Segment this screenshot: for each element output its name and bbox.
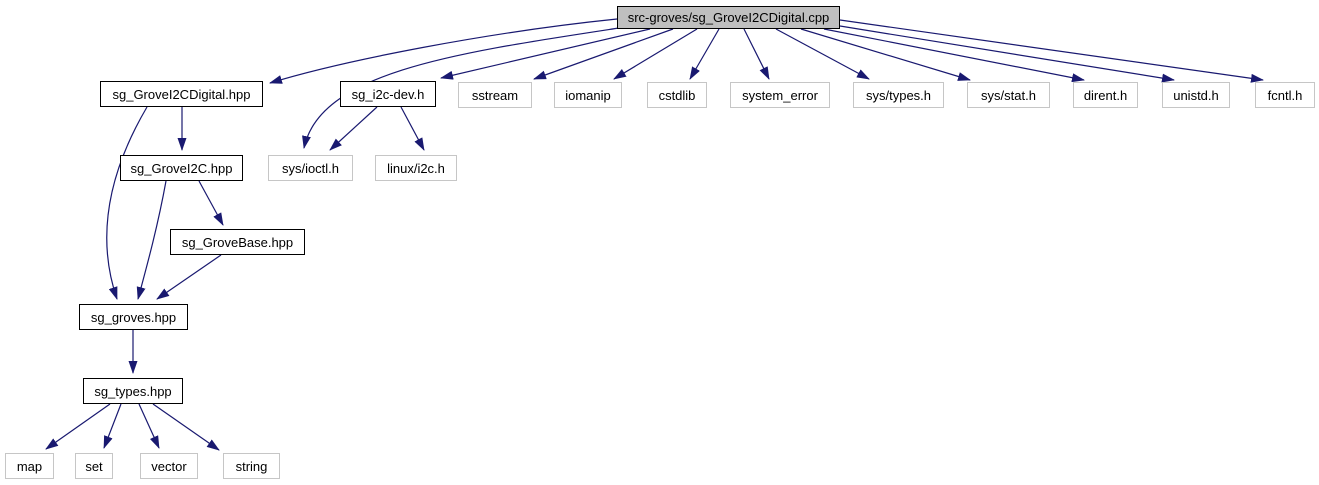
- edge-cpp-sstream: [533, 28, 674, 80]
- node-label: map: [16, 458, 43, 474]
- node-string: string: [223, 453, 280, 479]
- edge-grovebase-groves: [156, 254, 222, 300]
- edge-i2cdev-linuxi2c: [400, 106, 425, 151]
- node-system_error: system_error: [730, 82, 830, 108]
- node-label: sstream: [471, 87, 519, 103]
- node-fcntl: fcntl.h: [1255, 82, 1315, 108]
- node-cstdlib: cstdlib: [647, 82, 707, 108]
- node-label: sys/ioctl.h: [281, 160, 340, 176]
- node-sys_types: sys/types.h: [853, 82, 944, 108]
- node-hpp_digital[interactable]: sg_GroveI2CDigital.hpp: [100, 81, 263, 107]
- edge-hpp_digital-groves: [106, 106, 148, 300]
- edge-cpp-system_error: [743, 28, 770, 80]
- edge-groveI2C-groves: [136, 180, 167, 300]
- node-label: sg_GroveI2C.hpp: [130, 160, 233, 176]
- node-ioctl: sys/ioctl.h: [268, 155, 353, 181]
- edge-cpp-sys_stat: [800, 28, 971, 81]
- node-label: sg_groves.hpp: [90, 309, 177, 325]
- node-vector: vector: [140, 453, 198, 479]
- edge-cpp-sys_types: [775, 28, 870, 80]
- node-label: cstdlib: [658, 87, 696, 103]
- edge-cpp-fcntl: [839, 19, 1264, 83]
- node-set: set: [75, 453, 113, 479]
- node-label: fcntl.h: [1267, 87, 1303, 103]
- edge-types-vector: [138, 403, 160, 449]
- edge-cpp-iomanip: [613, 28, 698, 80]
- node-label: sg_i2c-dev.h: [351, 86, 425, 102]
- node-sstream: sstream: [458, 82, 532, 108]
- node-label: vector: [151, 458, 187, 474]
- node-label: src-groves/sg_GroveI2CDigital.cpp: [627, 10, 830, 25]
- node-sys_stat: sys/stat.h: [967, 82, 1050, 108]
- node-map: map: [5, 453, 54, 479]
- node-iomanip: iomanip: [554, 82, 622, 108]
- node-unistd: unistd.h: [1162, 82, 1230, 108]
- node-dirent: dirent.h: [1073, 82, 1138, 108]
- node-label: sg_GroveBase.hpp: [181, 234, 294, 250]
- node-label: iomanip: [565, 87, 611, 103]
- edge-cpp-hpp_digital: [269, 18, 618, 84]
- edge-cpp-unistd: [839, 25, 1175, 83]
- node-label: sg_GroveI2CDigital.hpp: [112, 86, 251, 102]
- node-linuxi2c: linux/i2c.h: [375, 155, 457, 181]
- node-grovebase[interactable]: sg_GroveBase.hpp: [170, 229, 305, 255]
- node-i2cdev[interactable]: sg_i2c-dev.h: [340, 81, 436, 107]
- node-label: set: [85, 458, 103, 474]
- node-label: linux/i2c.h: [387, 160, 445, 176]
- node-types[interactable]: sg_types.hpp: [83, 378, 183, 404]
- edge-types-map: [45, 403, 111, 450]
- node-label: sys/types.h: [865, 87, 932, 103]
- node-label: string: [235, 458, 268, 474]
- node-label: system_error: [742, 87, 818, 103]
- edge-i2cdev-ioctl: [329, 106, 378, 151]
- edge-types-string: [152, 403, 220, 451]
- edge-groveI2C-grovebase: [198, 180, 224, 226]
- node-label: sys/stat.h: [981, 87, 1036, 103]
- edge-cpp-i2cdev: [440, 28, 651, 80]
- node-cpp: src-groves/sg_GroveI2CDigital.cpp: [617, 6, 840, 29]
- node-groveI2C[interactable]: sg_GroveI2C.hpp: [120, 155, 243, 181]
- node-groves[interactable]: sg_groves.hpp: [79, 304, 188, 330]
- edge-cpp-dirent: [823, 28, 1085, 83]
- node-label: sg_types.hpp: [94, 383, 172, 399]
- edge-cpp-cstdlib: [689, 28, 720, 80]
- edge-types-set: [103, 403, 122, 449]
- node-label: unistd.h: [1173, 87, 1219, 103]
- node-label: dirent.h: [1083, 87, 1128, 103]
